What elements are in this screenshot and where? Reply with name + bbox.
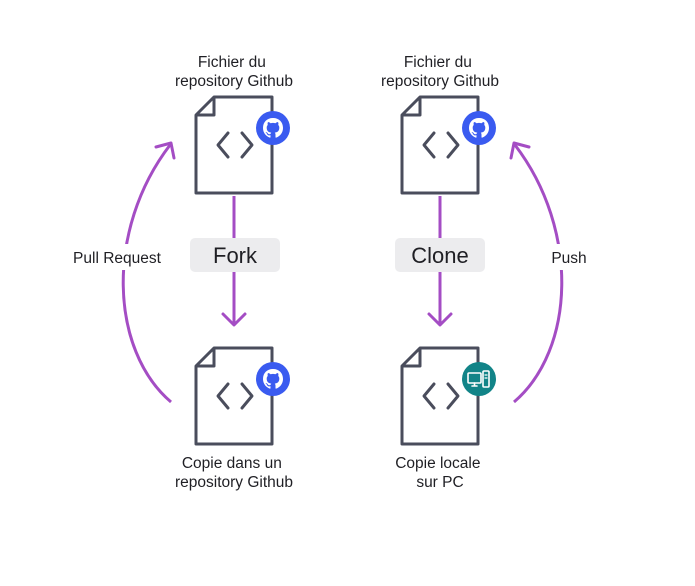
right-top-label: Fichier du repository Github	[381, 54, 499, 90]
left-bottom-label: Copie dans un repository Github	[175, 455, 293, 491]
fork-pill	[190, 238, 280, 272]
left-top-github-icon	[256, 111, 290, 145]
clone-label: Clone	[411, 243, 468, 268]
fork-label: Fork	[213, 243, 258, 268]
pull-request-arrow	[121, 144, 172, 404]
pull-request-label: Pull Request	[73, 250, 162, 267]
left-bottom-github-icon	[256, 362, 290, 396]
left-top-label: Fichier du repository Github	[175, 54, 293, 90]
right-bottom-computer-icon	[462, 362, 496, 396]
right-top-file-icon	[400, 95, 480, 195]
right-bottom-label: Copie locale sur PC	[395, 455, 485, 491]
left-top-file-icon	[194, 95, 274, 195]
clone-arrowhead	[427, 312, 453, 327]
push-arrow	[513, 144, 564, 404]
push-label: Push	[551, 250, 586, 267]
push-arrowhead	[509, 141, 531, 160]
left-bottom-file-icon	[194, 346, 274, 446]
fork-arrowhead	[221, 312, 247, 327]
clone-pill	[395, 238, 485, 272]
right-bottom-file-icon	[400, 346, 480, 446]
right-top-github-icon	[462, 111, 496, 145]
pull-request-arrowhead	[154, 141, 176, 160]
